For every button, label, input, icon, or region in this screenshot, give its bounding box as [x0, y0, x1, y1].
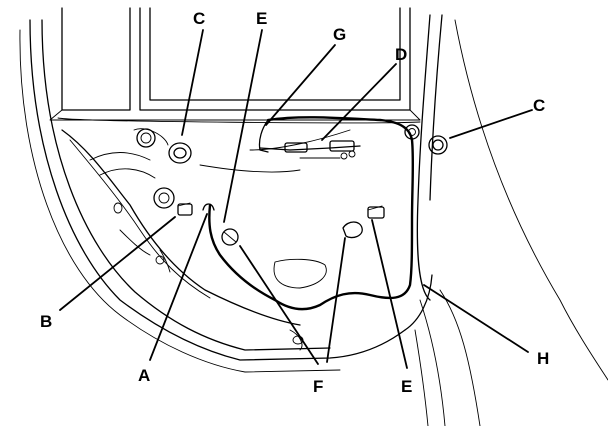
leader-lines: [59, 29, 533, 369]
callout-labels: C E G D C B A F E H: [40, 9, 549, 396]
hole-right: [404, 124, 420, 140]
grommet-c-top: [168, 142, 192, 164]
clip-e-bottom: [367, 205, 385, 219]
label-h: H: [537, 349, 549, 368]
label-e-top: E: [256, 9, 267, 28]
connector-d: [259, 140, 361, 160]
label-a: A: [138, 366, 150, 385]
window-frame: [49, 7, 421, 124]
label-g: G: [333, 25, 346, 44]
label-b: B: [40, 312, 52, 331]
door-frame: [19, 14, 608, 426]
label-c-top: C: [193, 9, 205, 28]
hole-upper-left: [133, 128, 169, 148]
label-c-right: C: [533, 96, 545, 115]
clip-a: [202, 203, 215, 211]
clip-f-left: [221, 228, 239, 246]
clip-b: [177, 202, 193, 216]
label-e-bottom: E: [401, 377, 412, 396]
hole-lower-left: [153, 187, 175, 209]
label-f: F: [313, 377, 323, 396]
clip-f-right: [342, 221, 363, 239]
wire-harness: [208, 116, 415, 311]
grommet-c-right: [428, 135, 448, 155]
door-inner-panel: [61, 129, 351, 351]
label-d: D: [395, 45, 407, 64]
